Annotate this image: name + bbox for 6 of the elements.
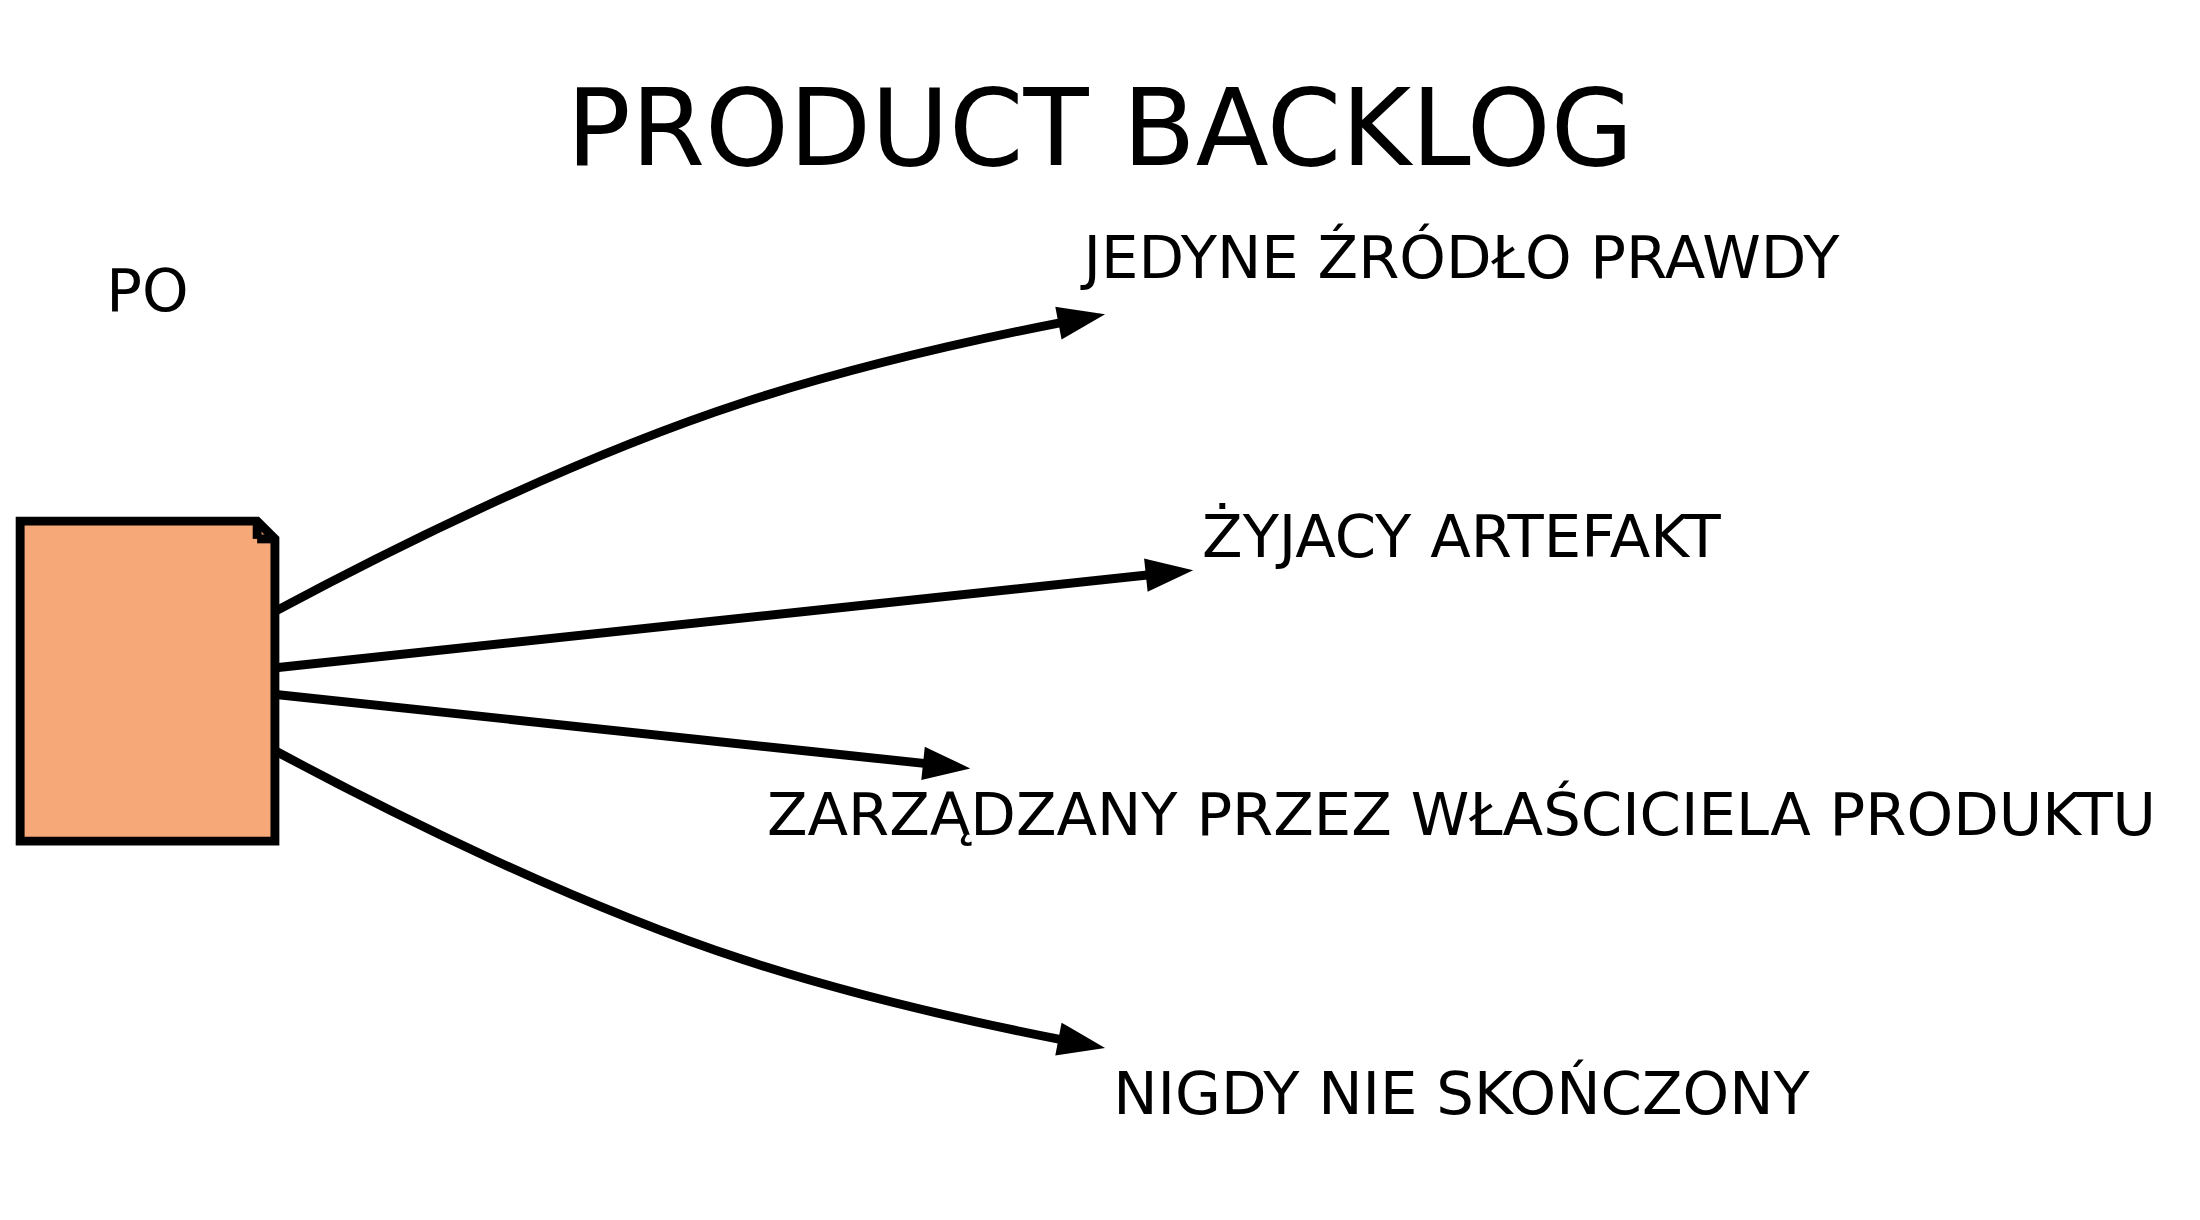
diagram-title: PRODUCT BACKLOG — [566, 66, 1634, 191]
node-text: NIGDY NIE SKOŃCZONY — [1113, 1058, 1810, 1128]
node-document — [15, 516, 280, 846]
node-text: ŻYJACY ARTEFAKT — [1202, 501, 1721, 571]
node-text: ZARZĄDZANY PRZEZ WŁAŚCICIELA PRODUKTU — [766, 780, 2156, 850]
label: PO — [106, 255, 189, 325]
